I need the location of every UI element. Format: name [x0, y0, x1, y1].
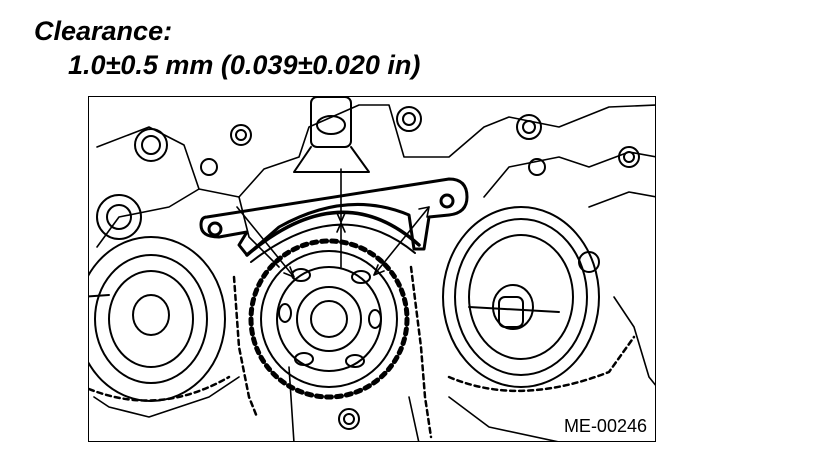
- belt-cover-guide: [199, 177, 469, 257]
- figure-code: ME-00246: [561, 416, 649, 437]
- right-tensioner-pulley: [442, 206, 600, 388]
- clearance-arrows: [236, 168, 430, 278]
- bolt-heads: [96, 106, 640, 430]
- left-idler-pulley: [89, 236, 226, 402]
- belt-arc: [250, 223, 416, 263]
- engine-block-outline: [93, 104, 655, 441]
- clearance-label: Clearance:: [34, 16, 173, 46]
- guide-arc: [245, 210, 421, 257]
- top-boss: [293, 97, 370, 173]
- belt-guide-figure: ME-00246: [88, 96, 656, 442]
- clearance-heading: Clearance: 1.0±0.5 mm (0.039±0.020 in): [34, 14, 420, 82]
- clearance-value: 1.0±0.5 mm (0.039±0.020 in): [68, 50, 421, 80]
- timing-belt: [89, 265, 636, 439]
- engine-diagram: [89, 97, 655, 441]
